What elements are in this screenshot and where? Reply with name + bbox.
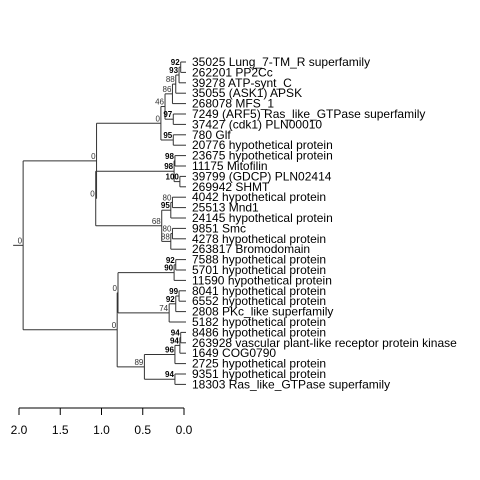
leaf-label: 263817 Bromodomain — [192, 242, 310, 256]
leaf-label: 5182 hypothetical protein — [192, 315, 326, 329]
leaf-label: 25513 Mnd1 — [192, 201, 259, 215]
leaf-label: 23675 hypothetical protein — [192, 149, 333, 163]
leaf-label: 4278 hypothetical protein — [192, 232, 326, 246]
support-value: 94 — [170, 336, 179, 345]
axis-tick-label: 0.5 — [134, 423, 151, 437]
leaf-label: 39278 ATP-synt_C — [192, 76, 292, 90]
leaf-label: 11175 Mitofilin — [192, 159, 268, 173]
support-value: 94 — [171, 329, 180, 338]
support-value: 0 — [155, 114, 160, 123]
support-value: 96 — [165, 346, 174, 355]
axis-tick-label: 1.5 — [52, 423, 69, 437]
leaf-label: 35055 (ASK1) APSK — [192, 86, 302, 100]
leaf-label: 262201 PP2Cc — [192, 65, 273, 79]
support-value: 0 — [112, 321, 117, 330]
leaf-label: 1649 COG0790 — [192, 346, 276, 360]
leaf-label: 9851 Smc — [192, 221, 246, 235]
support-value: 0 — [91, 152, 96, 161]
support-value: 74 — [159, 304, 168, 313]
axis-tick-label: 1.0 — [93, 423, 110, 437]
support-value: 0 — [18, 236, 23, 245]
support-value: 98 — [165, 152, 174, 161]
support-value: 0 — [90, 190, 95, 199]
leaf-label: 8486 hypothetical protein — [192, 325, 326, 339]
height-axis: 2.0 1.5 1.0 0.5 0.0 — [11, 407, 193, 437]
leaf-label: 7249 (ARF5) Ras_like_GTPase superfamily — [192, 107, 425, 121]
leaf-label: 39799 (GDCP) PLN02414 — [192, 169, 332, 183]
leaf-label: 2725 hypothetical protein — [192, 357, 326, 371]
leaf-label: 2808 PKc_like superfamily — [192, 305, 333, 319]
support-value: 80 — [163, 225, 172, 234]
leaf-label: 780 Glf — [192, 128, 231, 142]
axis-tick-label: 2.0 — [11, 423, 28, 437]
leaf-label: 268078 MFS_1 — [192, 97, 274, 111]
leaf-label: 8041 hypothetical protein — [192, 284, 326, 298]
support-value: 95 — [161, 201, 170, 210]
support-value: 98 — [164, 162, 173, 171]
support-value: 92 — [171, 58, 180, 67]
leaf-label: 7588 hypothetical protein — [192, 253, 326, 267]
support-value: 94 — [165, 370, 174, 379]
leaf-label: 269942 SHMT — [192, 180, 270, 194]
axis-tick-label: 0.0 — [176, 423, 193, 437]
support-value: 89 — [134, 358, 143, 367]
leaf-label: 24145 hypothetical protein — [192, 211, 333, 225]
leaf-label: 20776 hypothetical protein — [192, 138, 333, 152]
support-value: 80 — [163, 193, 172, 202]
leaf-label: 37427 (cdk1) PLN00010 — [192, 117, 322, 131]
leaf-label: 4042 hypothetical protein — [192, 190, 326, 204]
support-value: 97 — [163, 110, 172, 119]
support-value: 93 — [169, 66, 178, 75]
leaf-label: 11590 hypothetical protein — [192, 273, 332, 287]
support-value: 88 — [161, 232, 170, 241]
support-value: 95 — [163, 131, 172, 140]
support-value: 92 — [166, 256, 175, 265]
tree-branches — [13, 61, 186, 385]
leaf-label: 35025 Lung_7-TM_R superfamily — [192, 55, 370, 69]
support-value: 99 — [169, 287, 178, 296]
support-value: 88 — [166, 75, 175, 84]
support-value: 86 — [163, 85, 172, 94]
leaf-label: 6552 hypothetical protein — [192, 294, 326, 308]
support-values: 9293888697469509810098809580886800929099… — [18, 58, 181, 379]
support-value: 46 — [155, 98, 164, 107]
leaf-label: 5701 hypothetical protein — [192, 263, 326, 277]
leaf-label: 18303 Ras_like_GTPase superfamily — [192, 377, 390, 391]
support-value: 92 — [166, 295, 175, 304]
leaf-label: 9351 hypothetical protein — [192, 367, 326, 381]
support-value: 90 — [164, 264, 173, 273]
support-value: 0 — [113, 284, 118, 293]
support-value: 100 — [166, 173, 180, 182]
leaf-label: 263928 vascular plant-like receptor prot… — [192, 336, 457, 350]
support-value: 68 — [152, 217, 161, 226]
